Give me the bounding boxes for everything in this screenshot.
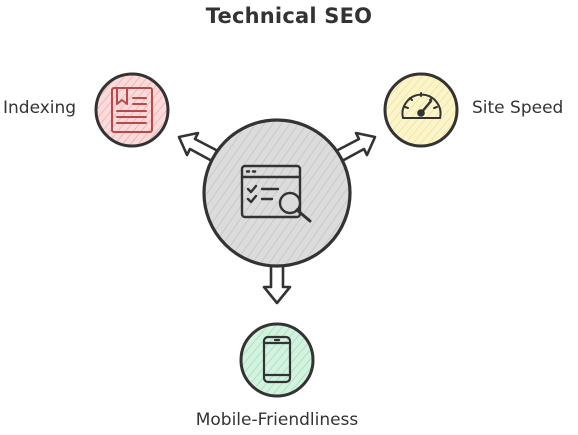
arrow-to-mobile — [262, 260, 292, 305]
webpage-search-icon — [240, 164, 312, 223]
site-speed-node — [383, 72, 459, 148]
indexing-label: Indexing — [3, 98, 77, 118]
mobile-friendliness-node — [239, 322, 315, 398]
arrow-to-indexing — [177, 131, 220, 163]
arrow-to-site-speed — [334, 131, 377, 163]
mobile-friendliness-label: Mobile-Friendliness — [195, 410, 359, 430]
document-bookmark-icon — [111, 87, 153, 133]
indexing-node — [94, 72, 170, 148]
central-hub — [202, 118, 352, 268]
smartphone-icon — [262, 335, 292, 384]
site-speed-label: Site Speed — [472, 98, 564, 118]
speedometer-icon — [401, 92, 442, 119]
diagram-title: Technical SEO — [205, 4, 373, 28]
